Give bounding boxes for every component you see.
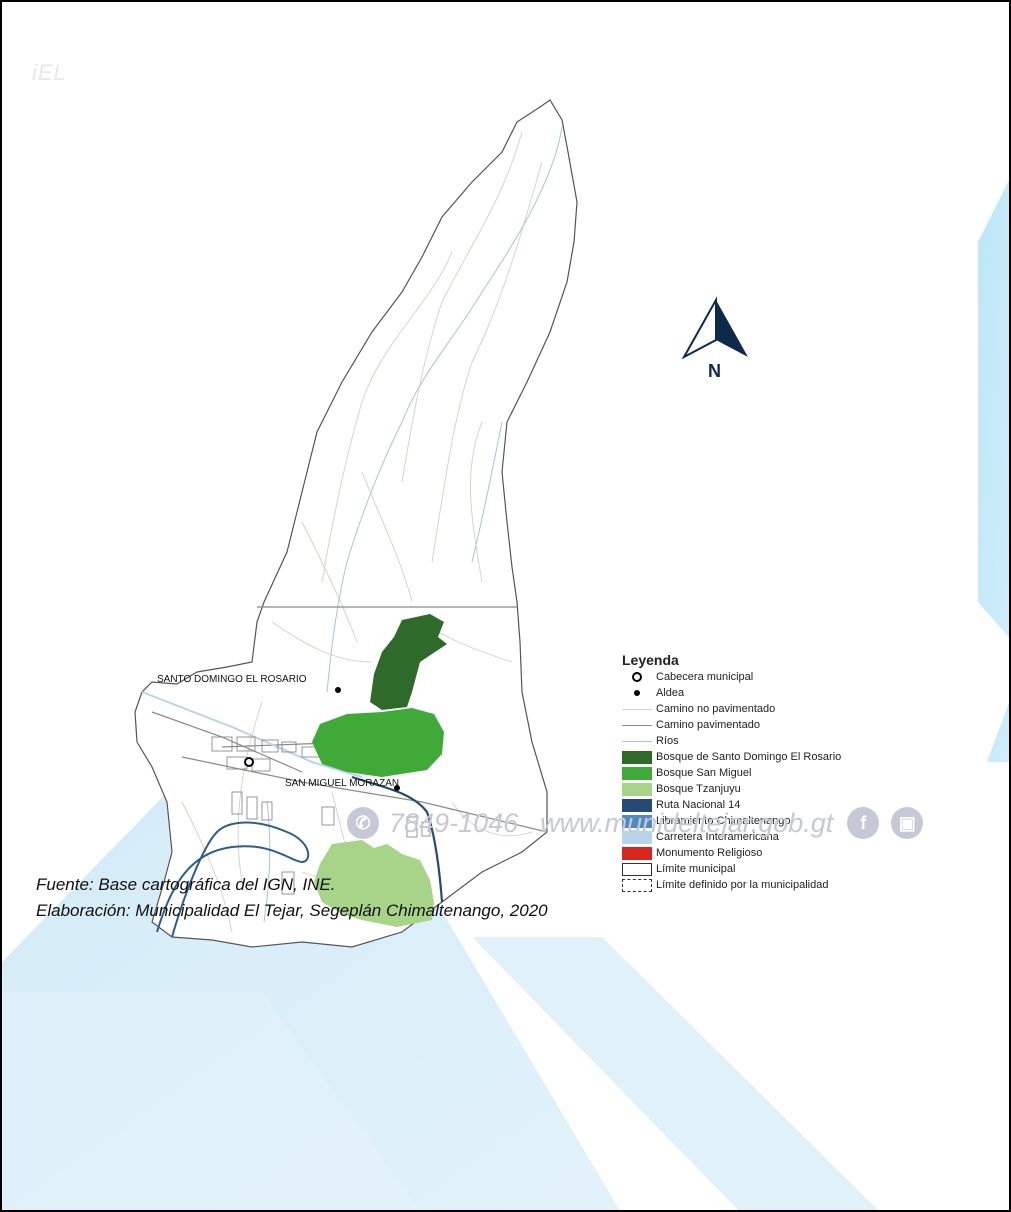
map-legend: Leyenda Cabecera municipal Aldea Camino … (622, 652, 841, 893)
rivers (263, 126, 563, 923)
fill-swatch-icon (622, 814, 652, 828)
legend-item-bosque-tzanjuyu: Bosque Tzanjuyu (622, 781, 841, 797)
phone-icon: ✆ (347, 807, 379, 839)
legend-label: Bosque Tzanjuyu (656, 783, 741, 795)
instagram-icon[interactable]: ▣ (891, 807, 924, 839)
phone-number: 7849-1046 (389, 807, 519, 838)
aldea-san-miguel-marker (394, 785, 400, 791)
filled-dot-icon (622, 686, 652, 700)
legend-label: Aldea (656, 687, 685, 699)
legend-label: Carretera Interamericana (656, 831, 779, 843)
fill-swatch-icon (622, 766, 652, 780)
legend-label: Libramiento Chimaltenango (656, 815, 791, 827)
north-arrow-icon: N (681, 296, 748, 381)
open-dot-icon (622, 670, 652, 684)
legend-item-rios: Ríos (622, 733, 841, 749)
fill-swatch-icon (622, 782, 652, 796)
faded-header-watermark: iEL (32, 60, 67, 85)
contact-footer: ✆ 7849-1046 www.munideltejar.gob.gt f ▣ (347, 807, 924, 839)
dashed-box-swatch-icon (622, 878, 652, 892)
fill-swatch-icon (622, 750, 652, 764)
line-swatch-icon (622, 702, 652, 716)
legend-item-bosque-santo-domingo: Bosque de Santo Domingo El Rosario (622, 749, 841, 765)
legend-item-limite-definido: Límite definido por la municipalidad (622, 877, 841, 893)
legend-item-libramiento: Libramiento Chimaltenango (622, 813, 841, 829)
legend-item-aldea: Aldea (622, 685, 841, 701)
legend-label: Camino pavimentado (656, 719, 760, 731)
bosque-tzanjuyu (314, 840, 434, 927)
legend-item-bosque-san-miguel: Bosque San Miguel (622, 765, 841, 781)
legend-title: Leyenda (622, 652, 679, 668)
carretera-interamericana (141, 691, 363, 778)
legend-item-carretera-interamericana: Carretera Interamericana (622, 829, 841, 845)
source-line: Fuente: Base cartográfica del IGN, INE. (36, 875, 336, 894)
fill-swatch-icon (622, 798, 652, 812)
legend-label: Bosque de Santo Domingo El Rosario (656, 751, 842, 763)
bottom-band-lightest (2, 992, 420, 1210)
libramiento-road (156, 821, 310, 938)
fill-swatch-icon (622, 830, 652, 844)
facebook-icon[interactable]: f (847, 807, 880, 839)
bosque-san-miguel (312, 708, 444, 777)
legend-item-ruta-nacional-14: Ruta Nacional 14 (622, 797, 841, 813)
legend-label: Cabecera municipal (656, 671, 754, 683)
north-arrow-label: N (708, 361, 721, 381)
legend-item-limite-municipal: Límite municipal (622, 861, 841, 877)
legend-item-camino-no-pavimentado: Camino no pavimentado (622, 701, 841, 717)
line-swatch-icon (622, 734, 652, 748)
legend-label: Ríos (656, 735, 679, 747)
right-top-band (978, 180, 1009, 638)
website-link[interactable]: www.munideltejar.gob.gt (540, 807, 834, 838)
legend-label: Camino no pavimentado (656, 703, 776, 715)
legend-label: Límite definido por la municipalidad (656, 879, 829, 891)
legend-label: Límite municipal (656, 863, 736, 875)
right-bottom-band (987, 702, 1009, 762)
ruta-nacional-14 (351, 775, 444, 903)
legend-label: Ruta Nacional 14 (656, 799, 741, 811)
legend-label: Bosque San Miguel (656, 767, 752, 779)
bottom-band-mid (472, 937, 878, 1210)
legend-label: Monumento Religioso (656, 847, 763, 859)
town-blocks (211, 736, 431, 895)
source-caption: Fuente: Base cartográfica del IGN, INE. … (36, 872, 548, 924)
legend-item-camino-pavimentado: Camino pavimentado (622, 717, 841, 733)
aldea-santo-domingo-marker (335, 687, 341, 693)
fill-swatch-icon (622, 846, 652, 860)
box-swatch-icon (622, 862, 652, 876)
legend-item-monumento-religioso: Monumento Religioso (622, 845, 841, 861)
legend-item-cabecera: Cabecera municipal (622, 669, 841, 685)
label-santo-domingo: SANTO DOMINGO EL ROSARIO (157, 674, 307, 685)
elaboration-line: Elaboración: Municipalidad El Tejar, Seg… (36, 901, 548, 920)
cabecera-municipal-marker (244, 757, 254, 767)
label-san-miguel: SAN MIGUEL MORAZAN (285, 778, 399, 789)
line-swatch-icon (622, 718, 652, 732)
bosque-santo-domingo (370, 614, 447, 710)
